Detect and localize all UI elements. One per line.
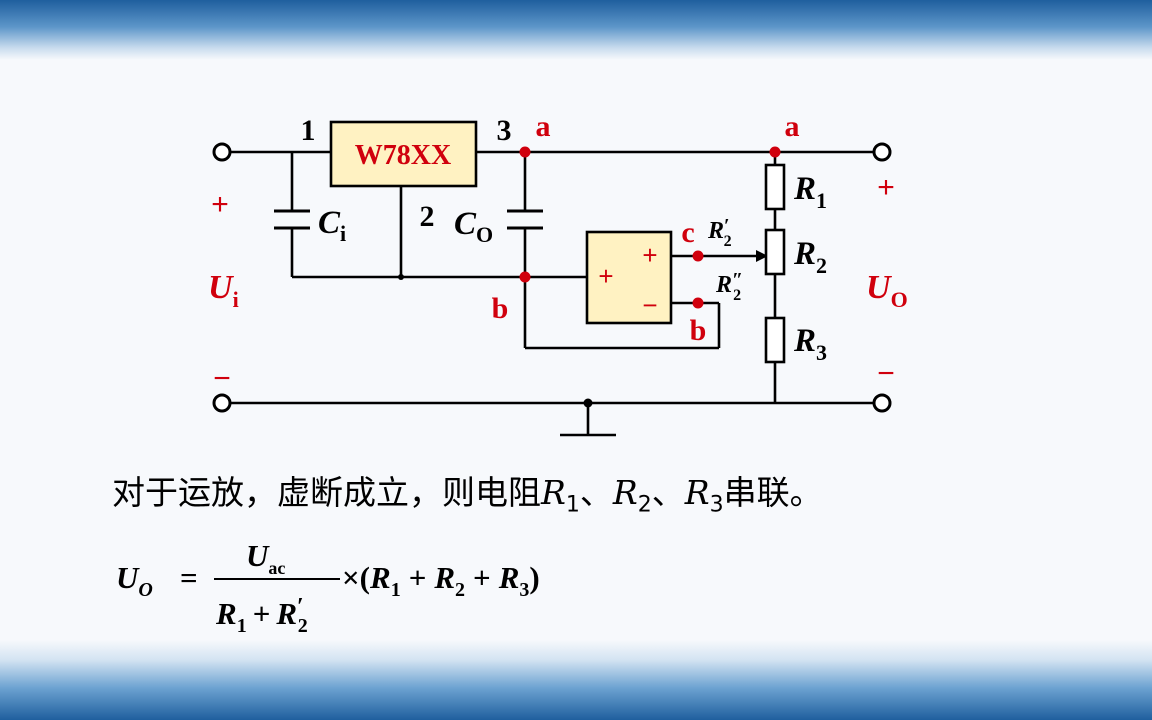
- output-voltage-formula: UO = Uac R1+R′2 ×(R1+R2+R3): [116, 538, 540, 637]
- node-ground: [583, 398, 593, 408]
- node-a-right-label: a: [785, 110, 800, 143]
- node-b-right: [692, 297, 704, 309]
- node-junction-ci: [398, 274, 404, 280]
- wires: [230, 150, 874, 437]
- terminal-in-top: [212, 142, 232, 162]
- pin-2-label: 2: [420, 200, 435, 233]
- terminal-out-bottom: [872, 393, 892, 413]
- label-ci: Ci: [318, 205, 346, 246]
- opamp-out-minus: −: [642, 290, 657, 320]
- terminal-out-top: [872, 142, 892, 162]
- footer-band: [0, 640, 1152, 720]
- circuit-diagram: W78XX 1 3 2 + + − a a b b c Ci CO R1 R2 …: [208, 110, 908, 437]
- formula-numerator: Uac: [246, 538, 285, 578]
- node-a-left-label: a: [536, 110, 551, 143]
- capacitor-co: [507, 209, 543, 230]
- label-co: CO: [454, 206, 493, 247]
- output-plus: +: [877, 171, 895, 204]
- opamp-box: [585, 230, 673, 325]
- terminal-in-bottom: [212, 393, 232, 413]
- input-plus: +: [211, 188, 229, 221]
- input-minus: −: [213, 362, 231, 395]
- formula-equals: =: [180, 560, 198, 595]
- node-c-label: c: [681, 216, 694, 249]
- pin-1-label: 1: [301, 114, 316, 147]
- header-band: [0, 0, 1152, 60]
- input-voltage-label: Ui: [208, 269, 239, 312]
- regulator-label: W78XX: [355, 140, 451, 171]
- node-b-left-label: b: [492, 292, 509, 325]
- formula-rhs: ×(R1+R2+R3): [342, 560, 540, 601]
- node-c: [692, 250, 704, 262]
- label-r1: R1: [793, 171, 827, 213]
- wiper-arrow-head: [756, 250, 768, 262]
- opamp-in-plus: +: [598, 261, 613, 291]
- output-voltage-label: UO: [866, 269, 908, 312]
- regulator-box: [329, 120, 478, 188]
- node-b-right-label: b: [690, 314, 707, 347]
- node-a-right: [769, 146, 781, 158]
- resistor-r2: [764, 228, 786, 276]
- formula-lhs: UO: [116, 560, 153, 601]
- label-r2-double-prime: R″2: [715, 269, 743, 304]
- capacitor-ci: [274, 209, 310, 230]
- resistor-r1: [764, 163, 786, 211]
- opamp-out-plus: +: [642, 240, 657, 270]
- formula-denominator: R1+R′2: [215, 594, 308, 637]
- label-r2-prime: R′2: [707, 215, 732, 250]
- label-r2: R2: [793, 236, 827, 278]
- explanation-sentence: 对于运放，虚断成立，则电阻R1、R2、R3串联。: [112, 473, 823, 518]
- resistor-r3: [764, 316, 786, 364]
- node-b-left: [519, 271, 531, 283]
- pin-3-label: 3: [497, 114, 512, 147]
- node-a-left: [519, 146, 531, 158]
- label-r3: R3: [793, 323, 827, 365]
- output-minus: −: [877, 357, 895, 390]
